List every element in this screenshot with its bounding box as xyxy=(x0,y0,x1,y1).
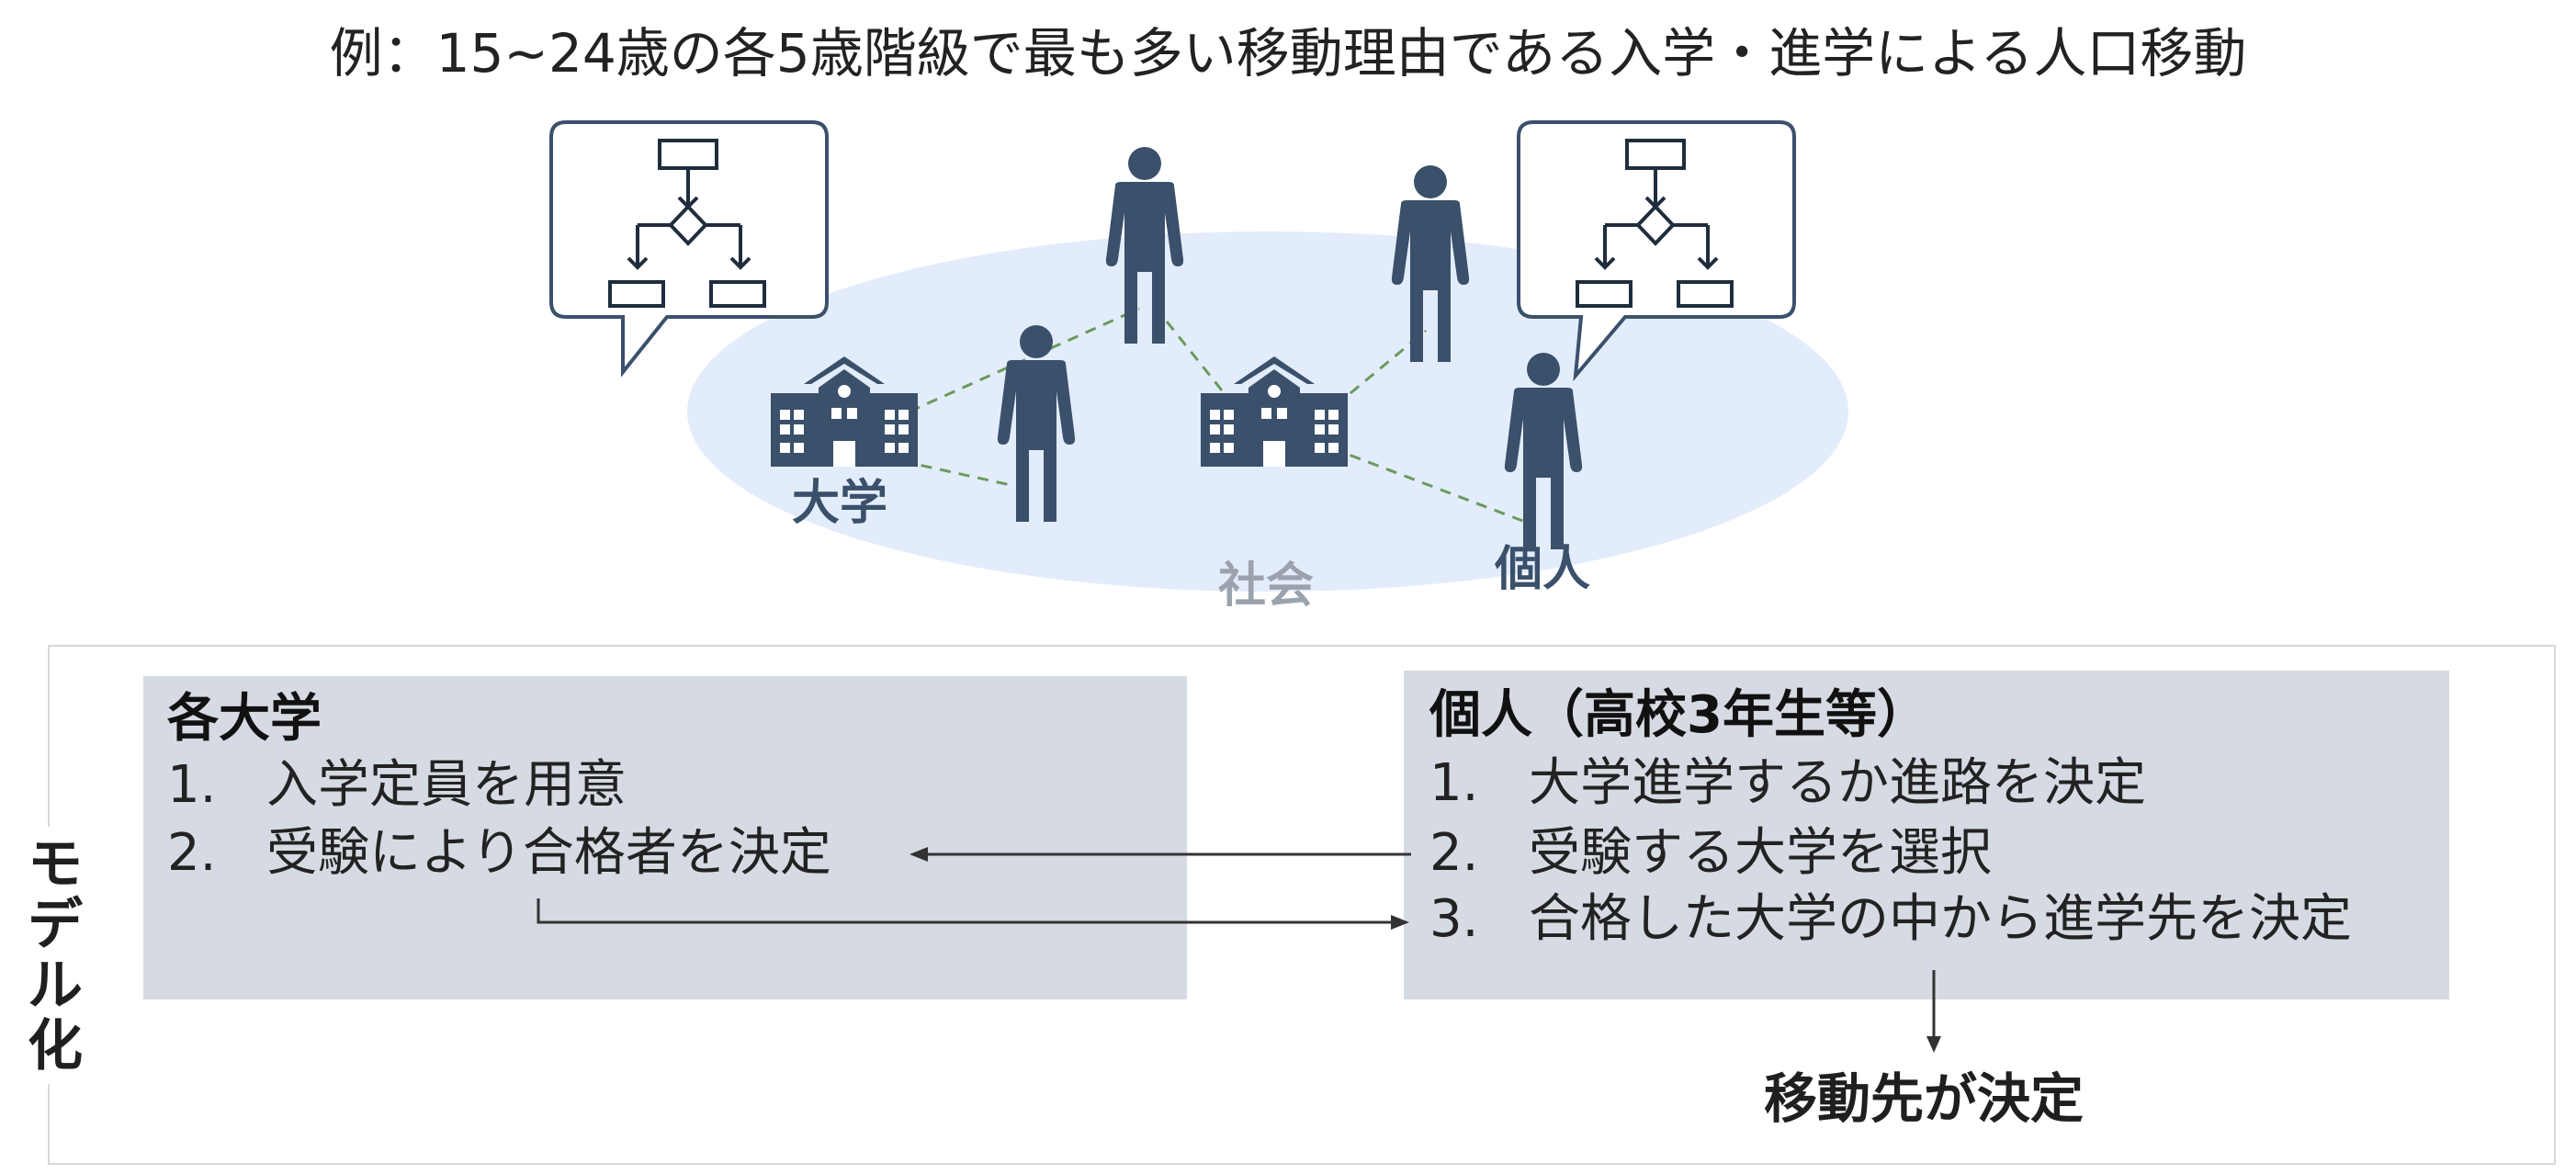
flowchart-bubble-left xyxy=(549,120,829,378)
step-number: 1. xyxy=(167,755,217,815)
diagram-title: 例：15~24歳の各5歳階級で最も多い移動理由である入学・進学による人口移動 xyxy=(329,22,2247,85)
step-number: 1. xyxy=(1429,753,1479,813)
individual-step: 1. 大学進学するか進路を決定 xyxy=(1429,753,2146,814)
university-box: 各大学 1. 入学定員を用意 2. 受験により合格者を決定 xyxy=(143,676,1187,999)
step-text: 入学定員を用意 xyxy=(266,755,627,815)
university-box-title: 各大学 xyxy=(167,689,322,749)
step-text: 受験する大学を選択 xyxy=(1529,823,1992,883)
university-label: 大学 xyxy=(792,476,888,531)
university-step: 2. 受験により合格者を決定 xyxy=(167,823,831,884)
flowchart-icon xyxy=(608,139,766,308)
society-label: 社会 xyxy=(1218,559,1315,614)
arrow-pass-to-decide xyxy=(537,898,1398,924)
society-illustration xyxy=(549,120,1848,592)
model-label-text: モデル化 xyxy=(28,832,83,1078)
individual-step: 2. 受験する大学を選択 xyxy=(1429,823,1992,884)
model-label: モデル化 xyxy=(18,827,92,1084)
individual-step: 3. 合格した大学の中から進学先を決定 xyxy=(1429,889,2352,950)
result-label: 移動先が決定 xyxy=(1764,1067,2085,1130)
step-number: 2. xyxy=(1429,823,1479,883)
individual-label: 個人 xyxy=(1495,542,1591,597)
university-step: 1. 入学定員を用意 xyxy=(167,755,627,816)
step-text: 受験により合格者を決定 xyxy=(266,823,831,883)
individual-box: 個人（高校3年生等） 1. 大学進学するか進路を決定 2. 受験する大学を選択 3.… xyxy=(1404,671,2449,999)
step-text: 合格した大学の中から進学先を決定 xyxy=(1529,889,2352,949)
step-text: 大学進学するか進路を決定 xyxy=(1529,753,2146,813)
flowchart-bubble-right xyxy=(1517,120,1796,382)
flowchart-icon xyxy=(1576,139,1734,308)
step-number: 3. xyxy=(1429,889,1479,949)
individual-box-title: 個人（高校3年生等） xyxy=(1429,685,1928,745)
step-number: 2. xyxy=(167,823,217,883)
